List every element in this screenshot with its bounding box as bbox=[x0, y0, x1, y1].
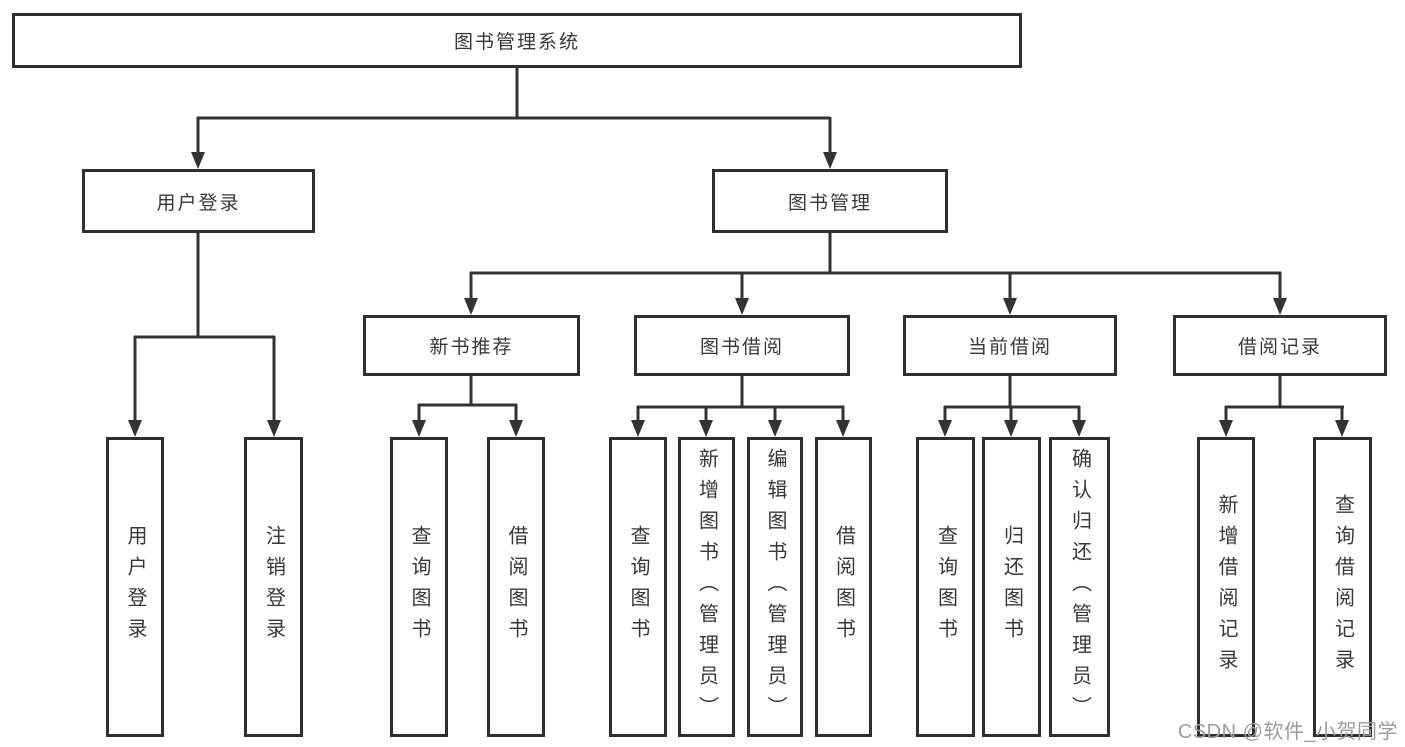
leaf-user-login: 用户登录 bbox=[106, 437, 164, 737]
node-user-login: 用户登录 bbox=[82, 169, 315, 233]
node-book-management: 图书管理 bbox=[712, 169, 948, 233]
leaf-label: 借阅图书 bbox=[505, 525, 527, 649]
connector-userlogin-group bbox=[133, 233, 276, 422]
connector-bookborrow-group bbox=[636, 376, 845, 422]
node-label: 图书管理 bbox=[787, 192, 872, 214]
connector-bookmgmt-to-level3 bbox=[469, 233, 1282, 300]
node-new-book-recommendation: 新书推荐 bbox=[363, 315, 580, 376]
leaf-query-books-3: 查询图书 bbox=[916, 437, 975, 737]
leaf-borrow-books-2: 借阅图书 bbox=[815, 437, 872, 737]
arrowheads-leaves bbox=[128, 420, 1349, 437]
leaf-label: 查询图书 bbox=[627, 525, 649, 649]
arrowheads-level3 bbox=[464, 298, 1287, 315]
node-borrowing-records: 借阅记录 bbox=[1173, 315, 1387, 376]
node-label: 图书借阅 bbox=[699, 337, 784, 358]
node-book-borrowing: 图书借阅 bbox=[634, 315, 850, 376]
leaf-query-books-1: 查询图书 bbox=[390, 437, 448, 737]
leaf-label: 查询借阅记录 bbox=[1331, 494, 1354, 680]
csdn-watermark: CSDN @软件_小贺同学 bbox=[1177, 721, 1398, 743]
leaf-query-borrow-record: 查询借阅记录 bbox=[1313, 437, 1372, 737]
leaf-query-books-2: 查询图书 bbox=[609, 437, 667, 737]
leaf-label: 用户登录 bbox=[124, 525, 146, 649]
leaf-label: 新增图书（管理员） bbox=[695, 447, 718, 727]
leaf-label: 注销登录 bbox=[262, 525, 285, 649]
leaf-add-books-admin: 新增图书（管理员） bbox=[678, 437, 735, 737]
arrowheads-level2 bbox=[191, 152, 837, 169]
node-library-management-system: 图书管理系统 bbox=[12, 13, 1022, 68]
connector-borrowrecords-group bbox=[1224, 376, 1344, 422]
leaf-borrow-books-1: 借阅图书 bbox=[487, 437, 545, 737]
leaf-confirm-return-admin: 确认归还（管理员） bbox=[1049, 437, 1110, 737]
leaf-label: 确认归还（管理员） bbox=[1068, 447, 1091, 727]
leaf-label: 借阅图书 bbox=[832, 525, 855, 649]
leaf-label: 查询图书 bbox=[934, 525, 957, 649]
leaf-label: 归还图书 bbox=[1000, 525, 1023, 649]
leaf-label: 新增借阅记录 bbox=[1215, 494, 1237, 680]
node-label: 当前借阅 bbox=[967, 337, 1052, 358]
node-label: 新书推荐 bbox=[429, 337, 514, 358]
node-label: 图书管理系统 bbox=[453, 32, 580, 53]
leaf-label: 查询图书 bbox=[408, 525, 430, 649]
node-label: 用户登录 bbox=[156, 192, 241, 214]
connector-root-to-level2 bbox=[196, 68, 832, 154]
leaf-logout: 注销登录 bbox=[244, 437, 303, 737]
leaf-edit-books-admin: 编辑图书（管理员） bbox=[747, 437, 803, 737]
leaf-add-borrow-record: 新增借阅记录 bbox=[1197, 437, 1255, 737]
connector-newbooks-group bbox=[417, 376, 518, 422]
leaf-return-books: 归还图书 bbox=[982, 437, 1041, 737]
node-label: 借阅记录 bbox=[1237, 337, 1322, 358]
connector-currentborrow-group bbox=[943, 376, 1081, 422]
leaf-label: 编辑图书（管理员） bbox=[764, 447, 786, 727]
node-current-borrowing: 当前借阅 bbox=[903, 315, 1117, 376]
